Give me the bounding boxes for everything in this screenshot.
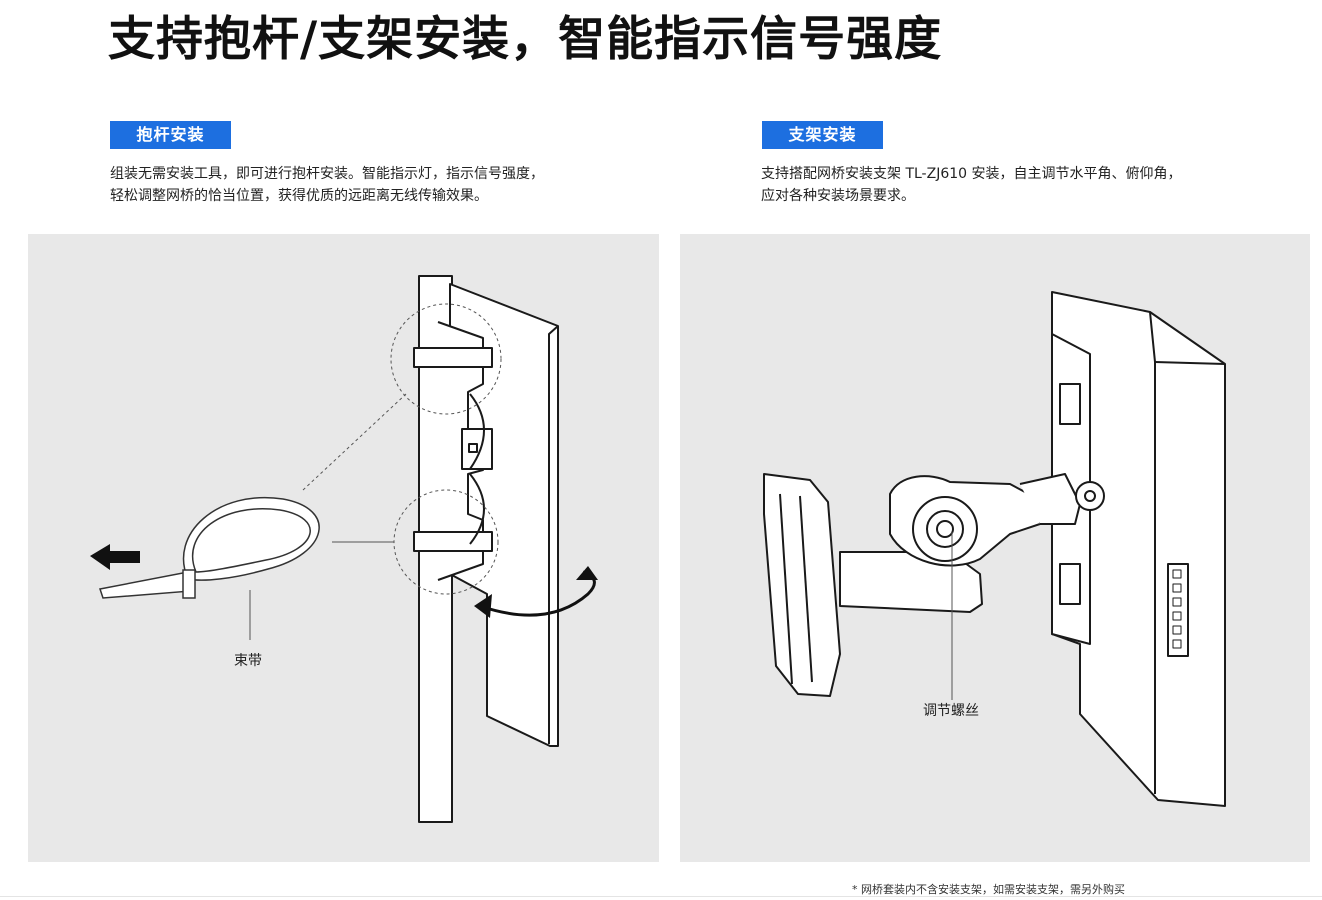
pole-mount-description: 组装无需安装工具，即可进行抱杆安装。智能指示灯，指示信号强度， 轻松调整网桥的恰… — [110, 163, 544, 207]
cable-tie-label: 束带 — [234, 653, 262, 669]
page-title: 支持抱杆/支架安装，智能指示信号强度 — [108, 12, 943, 67]
pole-mount-drawing — [90, 275, 598, 823]
adjust-screw-label: 调节螺丝 — [923, 703, 979, 719]
upper-detail-circle — [390, 303, 502, 415]
pole-mount-illustration: 束带 — [28, 234, 659, 862]
pole-mount-badge: 抱杆安装 — [110, 121, 231, 149]
bridge-housing — [449, 283, 559, 747]
bracket-mount-description: 支持搭配网桥安装支架 TL-ZJ610 安装，自主调节水平角、俯仰角， 应对各种… — [761, 163, 1182, 207]
pull-arrow — [90, 544, 140, 570]
pole-mount-description-line: 轻松调整网桥的恰当位置，获得优质的远距离无线传输效果。 — [110, 188, 488, 204]
upper-strap — [413, 347, 493, 368]
cable-tie — [182, 496, 320, 581]
wall-base-plate — [763, 473, 841, 697]
pole-mount-description-line: 组装无需安装工具，即可进行抱杆安装。智能指示灯，指示信号强度， — [110, 166, 544, 182]
bracket-mount-illustration: 调节螺丝 — [680, 234, 1310, 862]
footnote: * 网桥套装内不含安装支架，如需安装支架，需另外购买 — [852, 883, 1125, 896]
bottom-divider — [0, 896, 1322, 897]
bracket-mount-badge: 支架安装 — [762, 121, 883, 149]
lower-strap — [413, 531, 493, 552]
bracket-mount-drawing — [763, 291, 1226, 807]
bracket-mount-description-line: 应对各种安装场景要求。 — [761, 188, 915, 204]
bracket-mount-description-line: 支持搭配网桥安装支架 TL-ZJ610 安装，自主调节水平角、俯仰角， — [761, 166, 1182, 182]
